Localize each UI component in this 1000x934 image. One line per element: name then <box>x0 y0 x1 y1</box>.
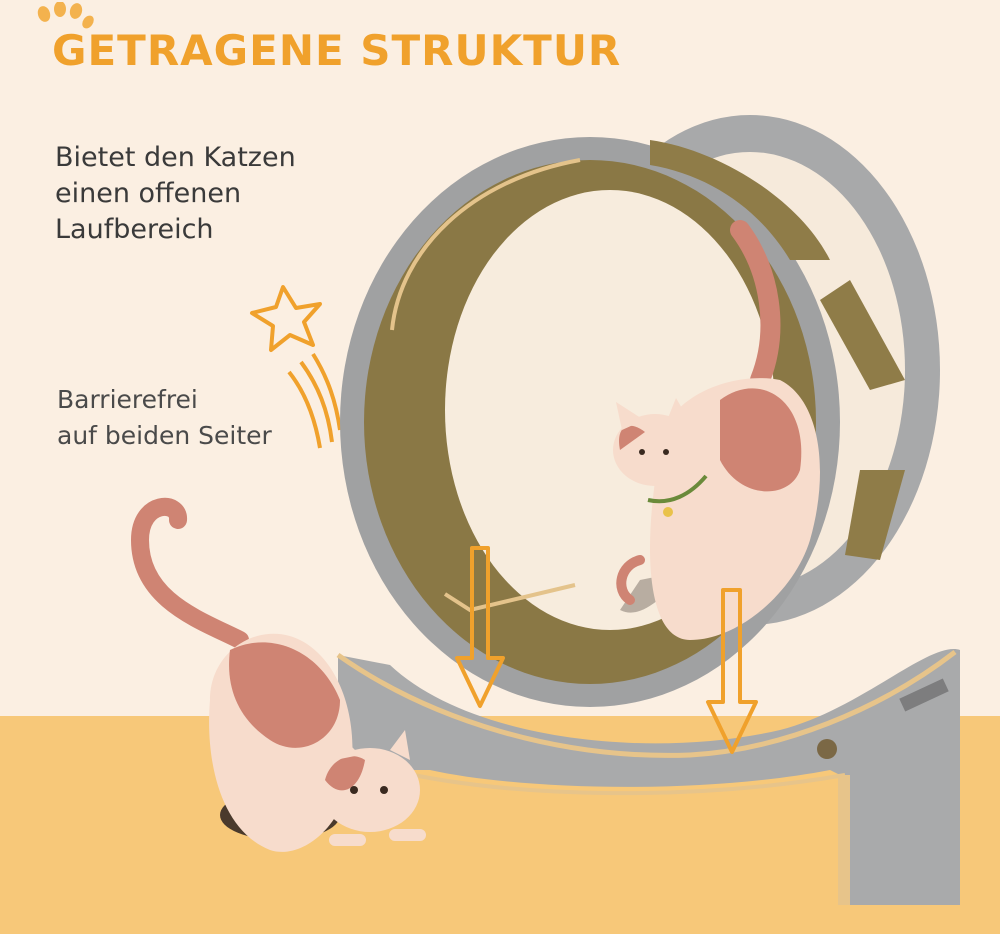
cardboard-treads <box>650 140 905 560</box>
cat-on-floor <box>130 498 426 852</box>
paw-print-icon <box>37 2 94 29</box>
feature-line: auf beiden Seiter <box>57 421 272 450</box>
down-arrow-icon <box>706 588 758 754</box>
feature-line: Barrierefrei <box>57 385 198 414</box>
feature-line: einen offenen <box>55 178 242 209</box>
cat-running-in-wheel <box>613 220 820 640</box>
down-arrow-icon <box>455 546 505 708</box>
star-icon <box>250 285 342 449</box>
feature-line: Bietet den Katzen <box>55 142 296 173</box>
feature-barrier-free: Barrierefrei auf beiden Seiter <box>57 382 272 454</box>
feature-line: Laufbereich <box>55 214 214 245</box>
page-title: GETRAGENE STRUKTUR <box>52 26 622 75</box>
wheel-base <box>336 649 960 905</box>
feature-open-running-area: Bietet den Katzen einen offenen Laufbere… <box>55 140 296 248</box>
